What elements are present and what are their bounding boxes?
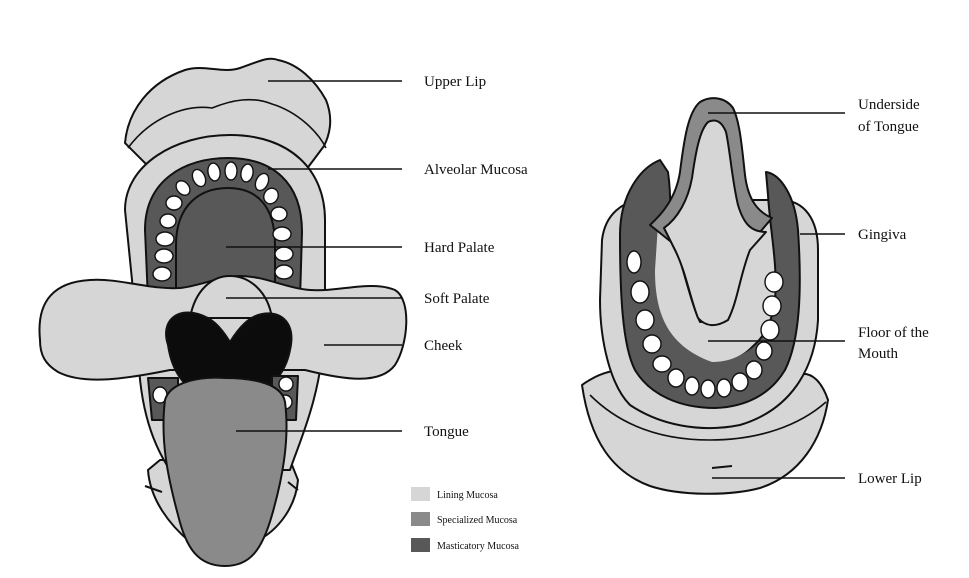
tooth (273, 227, 291, 241)
tooth (271, 207, 287, 221)
legend-label-lining: Lining Mucosa (437, 490, 498, 501)
legend-swatch-lining (411, 487, 430, 501)
tooth (643, 335, 661, 353)
tooth (631, 281, 649, 303)
tooth (756, 342, 772, 360)
tooth (225, 162, 237, 180)
tooth (166, 196, 182, 210)
tooth (160, 214, 176, 228)
label-upper-lip: Upper Lip (424, 74, 486, 90)
tooth (153, 267, 171, 281)
tooth (763, 296, 781, 316)
lower-mouth-illustration (582, 98, 828, 494)
tooth (685, 377, 699, 395)
legend-label-specialized: Specialized Mucosa (437, 515, 518, 526)
tooth (279, 377, 293, 391)
label-underside-of-tongue-line1: Underside (858, 97, 920, 113)
tooth (155, 249, 173, 263)
tooth (636, 310, 654, 330)
tooth (701, 380, 715, 398)
legend-swatch-specialized (411, 512, 430, 526)
label-soft-palate: Soft Palate (424, 291, 490, 307)
tooth (717, 379, 731, 397)
label-hard-palate: Hard Palate (424, 240, 495, 256)
label-alveolar-mucosa: Alveolar Mucosa (424, 162, 528, 178)
label-cheek: Cheek (424, 338, 463, 354)
label-underside-of-tongue-line2: of Tongue (858, 119, 919, 135)
tongue-shape (163, 378, 286, 566)
left-labels: Upper Lip Alveolar Mucosa Hard Palate So… (424, 74, 528, 440)
tooth (275, 247, 293, 261)
tooth (765, 272, 783, 292)
label-floor-of-mouth-line1: Floor of the (858, 325, 929, 341)
upper-mouth-illustration (39, 59, 406, 566)
label-lower-lip: Lower Lip (858, 471, 922, 487)
label-floor-of-mouth-line2: Mouth (858, 346, 899, 362)
tooth (156, 232, 174, 246)
tooth (761, 320, 779, 340)
legend-swatch-masticatory (411, 538, 430, 552)
tooth (653, 356, 671, 372)
tooth (732, 373, 748, 391)
legend: Lining Mucosa Specialized Mucosa Mastica… (411, 487, 519, 552)
label-tongue: Tongue (424, 424, 469, 440)
tooth (746, 361, 762, 379)
legend-label-masticatory: Masticatory Mucosa (437, 541, 519, 552)
tooth (627, 251, 641, 273)
label-gingiva: Gingiva (858, 227, 907, 243)
tooth (668, 369, 684, 387)
right-labels: Underside of Tongue Gingiva Floor of the… (858, 97, 929, 487)
tooth (275, 265, 293, 279)
